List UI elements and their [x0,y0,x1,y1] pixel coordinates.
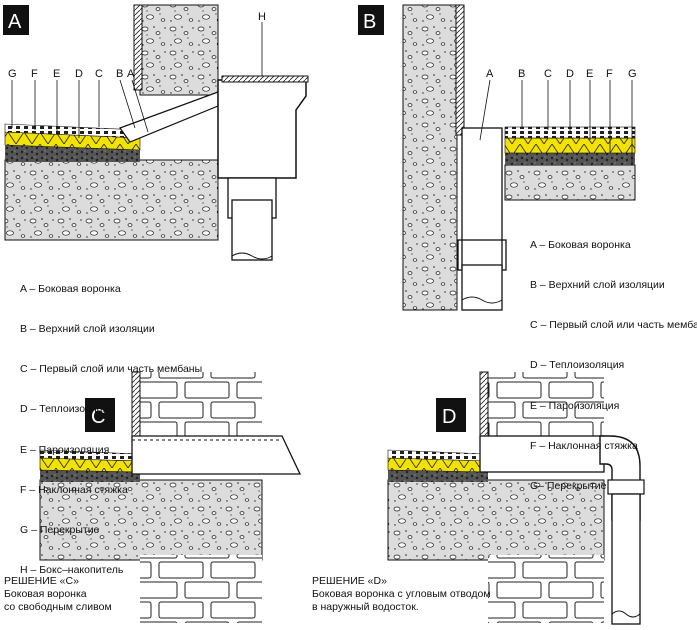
legend-b-item: A – Боковая воронка [530,238,631,251]
letter-f-a: F [31,68,38,80]
insulation-b [504,137,636,154]
panel-d: D [387,371,645,625]
letter-b-b: B [518,68,525,80]
caption-d: РЕШЕНИЕ «D» Боковая воронка с угловым от… [312,575,491,614]
side-drain-d [479,435,605,473]
panel-c: C [39,371,302,623]
letter-c-a: C [95,68,103,80]
wall-membrane-d [479,371,489,439]
badge-a-label: A [8,11,22,33]
letter-e-a: E [53,68,60,80]
pipe-break-d [611,610,641,618]
slab-c [39,479,263,561]
legend-a-item: H – Бокс–накопитель [20,564,124,577]
downpipe-a [231,199,273,261]
caption-d-line: в наружный водосток. [312,601,419,613]
legend-a-item: E – Пароизоляция [20,443,110,456]
collector-lid-a [221,75,309,83]
caption-d-line: Боковая воронка с угловым отводом [312,588,491,600]
legend-a-item: G – Перекрытие [20,524,100,537]
badge-d [436,398,466,432]
legend-b-item: E – Пароизоляция [530,399,620,412]
leaders-b [479,79,633,165]
slab-b [504,164,636,201]
downpipe-d [611,493,641,625]
screed-a [5,145,140,162]
collector-box-a [217,79,307,179]
pipe-break-a [231,252,273,260]
panel-a: A G F E D [3,4,309,261]
legend-a-item: C – Первый слой или часть мембаны [20,363,203,376]
caption-c-line: Боковая воронка [4,588,87,600]
legend-b-item: G– Перекрытие [530,480,607,493]
legend-a-item: F – Наклонная стяжка [20,483,128,496]
caption-c-title: РЕШЕНИЕ «C» [4,575,79,587]
letter-a-a: A [127,68,135,80]
caption-c: РЕШЕНИЕ «C» Боковая воронка со свободным… [4,575,112,614]
screed-c [40,470,140,482]
downpipe-b [461,264,503,311]
letter-f-b: F [606,68,613,80]
legend-b-item: C – Первый слой или часть мембаны [530,319,697,332]
legend-a-item: D – Теплоизоляция [20,403,115,416]
letter-e-b: E [586,68,593,80]
badge-c-label: C [91,406,105,428]
legend-a-item: A – Боковая воронка [20,282,121,295]
legend-b: A – Боковая воронка B – Верхний слой изо… [530,212,697,507]
wall-membrane-b [455,4,465,136]
screed-d [388,470,488,482]
panel-b: B A B C D E F G [358,4,637,311]
wall-b [402,4,458,311]
letter-h-a: H [258,11,266,23]
letter-d-a: D [75,68,83,80]
free-spout-c [131,435,302,475]
slab-d [387,479,605,561]
legend-b-item: D – Теплоизоляция [530,359,625,372]
letter-c-b: C [544,68,552,80]
side-drain-a [119,91,219,143]
caption-c-line: со свободным сливом [4,601,112,613]
wall-membrane-a [133,4,143,91]
caption-d-title: РЕШЕНИЕ «D» [312,575,387,587]
pipe-break-b [461,296,503,304]
wall-a [139,4,219,96]
letter-g-b: G [628,68,637,80]
brick-upper-c [140,372,262,440]
leaders-a [11,22,263,138]
badge-b [358,5,384,35]
letter-d-b: D [566,68,574,80]
legend-a-item: B – Верхний слой изоляции [20,323,155,336]
side-drain-b [461,127,503,269]
legend-b-item: F – Наклонная стяжка [530,439,638,452]
legend-b-item: B – Верхний слой изоляции [530,279,665,292]
slab-a [4,159,219,241]
badge-a [3,5,29,35]
brick-lower-d [488,555,604,623]
legend-a: A – Боковая воронка B – Верхний слой изо… [20,256,202,591]
badge-b-label: B [363,11,376,33]
letter-a-b: A [486,68,494,80]
letter-b-a: B [116,68,123,80]
brick-upper-d [488,372,604,440]
screed-b [505,153,635,165]
brick-lower-c [140,555,262,623]
badge-d-label: D [442,406,456,428]
badge-c [85,398,115,432]
letter-g-a: G [8,68,17,80]
